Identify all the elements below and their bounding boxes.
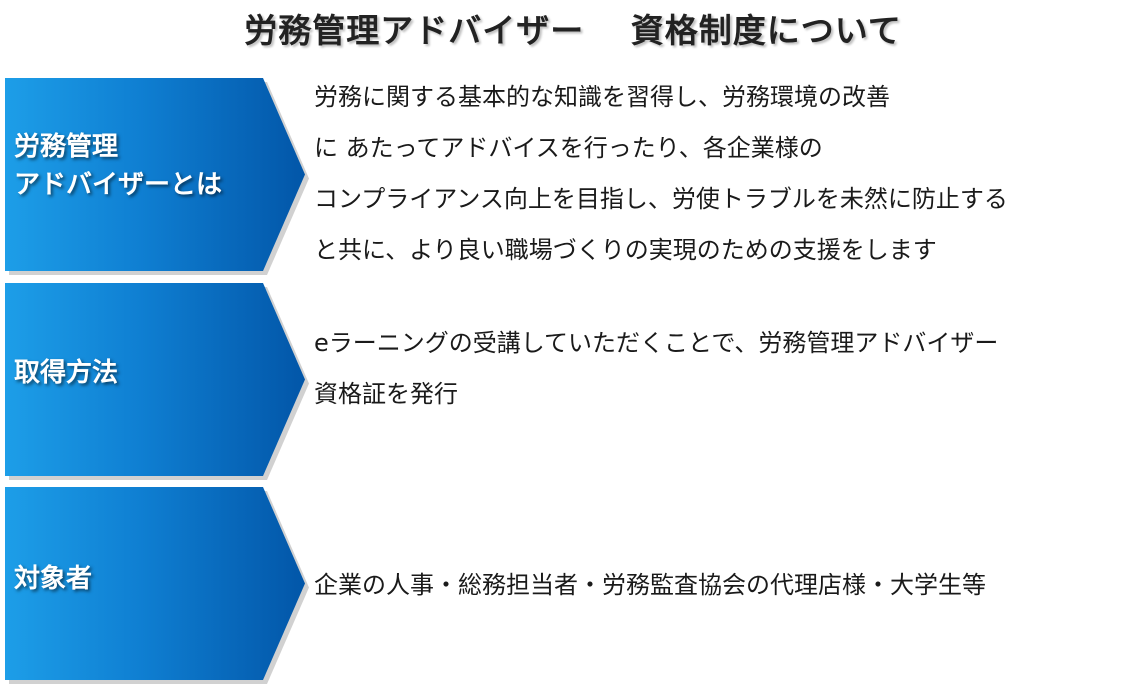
description-line: 企業の人事・総務担当者・労務監査協会の代理店様・大学生等 [314, 571, 986, 599]
section-header-arrow [5, 283, 305, 476]
page-title: 労務管理アドバイザー 資格制度について [244, 11, 902, 50]
section-description: eラーニングの受講していただくことで、労務管理アドバイザー 資格証を発行 [314, 318, 1144, 420]
section-label: 対象者 [14, 560, 92, 598]
section-label-line: 取得方法 [14, 358, 119, 388]
description-line: 労務に関する基本的な知識を習得し、労務環境の改善 [314, 83, 890, 111]
section-label-line: 対象者 [14, 564, 93, 594]
description-line: コンプライアンス向上を目指し、労使トラブルを未然に防止する [314, 185, 1008, 213]
description-line: と共に、より良い職場づくりの実現のための支援をします [314, 236, 937, 264]
section-header-arrow [5, 78, 305, 271]
description-line: eラーニングの受講していただくことで、労務管理アドバイザー [314, 329, 999, 357]
description-line: に あたってアドバイスを行ったり、各企業様の [314, 134, 823, 162]
section-header-arrow [5, 487, 305, 680]
section-description: 企業の人事・総務担当者・労務監査協会の代理店様・大学生等 [314, 560, 1144, 611]
section-description: 労務に関する基本的な知識を習得し、労務環境の改善 に あたってアドバイスを行った… [314, 72, 1144, 276]
section-target-audience: 対象者 企業の人事・総務担当者・労務監査協会の代理店様・大学生等 [0, 487, 1146, 684]
section-label: 労務管理 アドバイザーとは [14, 128, 222, 204]
section-label: 取得方法 [14, 354, 118, 392]
section-label-line: アドバイザーとは [14, 170, 223, 200]
description-line: 資格証を発行 [314, 380, 458, 408]
section-advisor-definition: 労務管理 アドバイザーとは 労務に関する基本的な知識を習得し、労務環境の改善 に… [0, 78, 1146, 275]
section-acquisition-method: 取得方法 eラーニングの受講していただくことで、労務管理アドバイザー 資格証を発… [0, 283, 1146, 480]
section-label-line: 労務管理 [14, 132, 119, 162]
